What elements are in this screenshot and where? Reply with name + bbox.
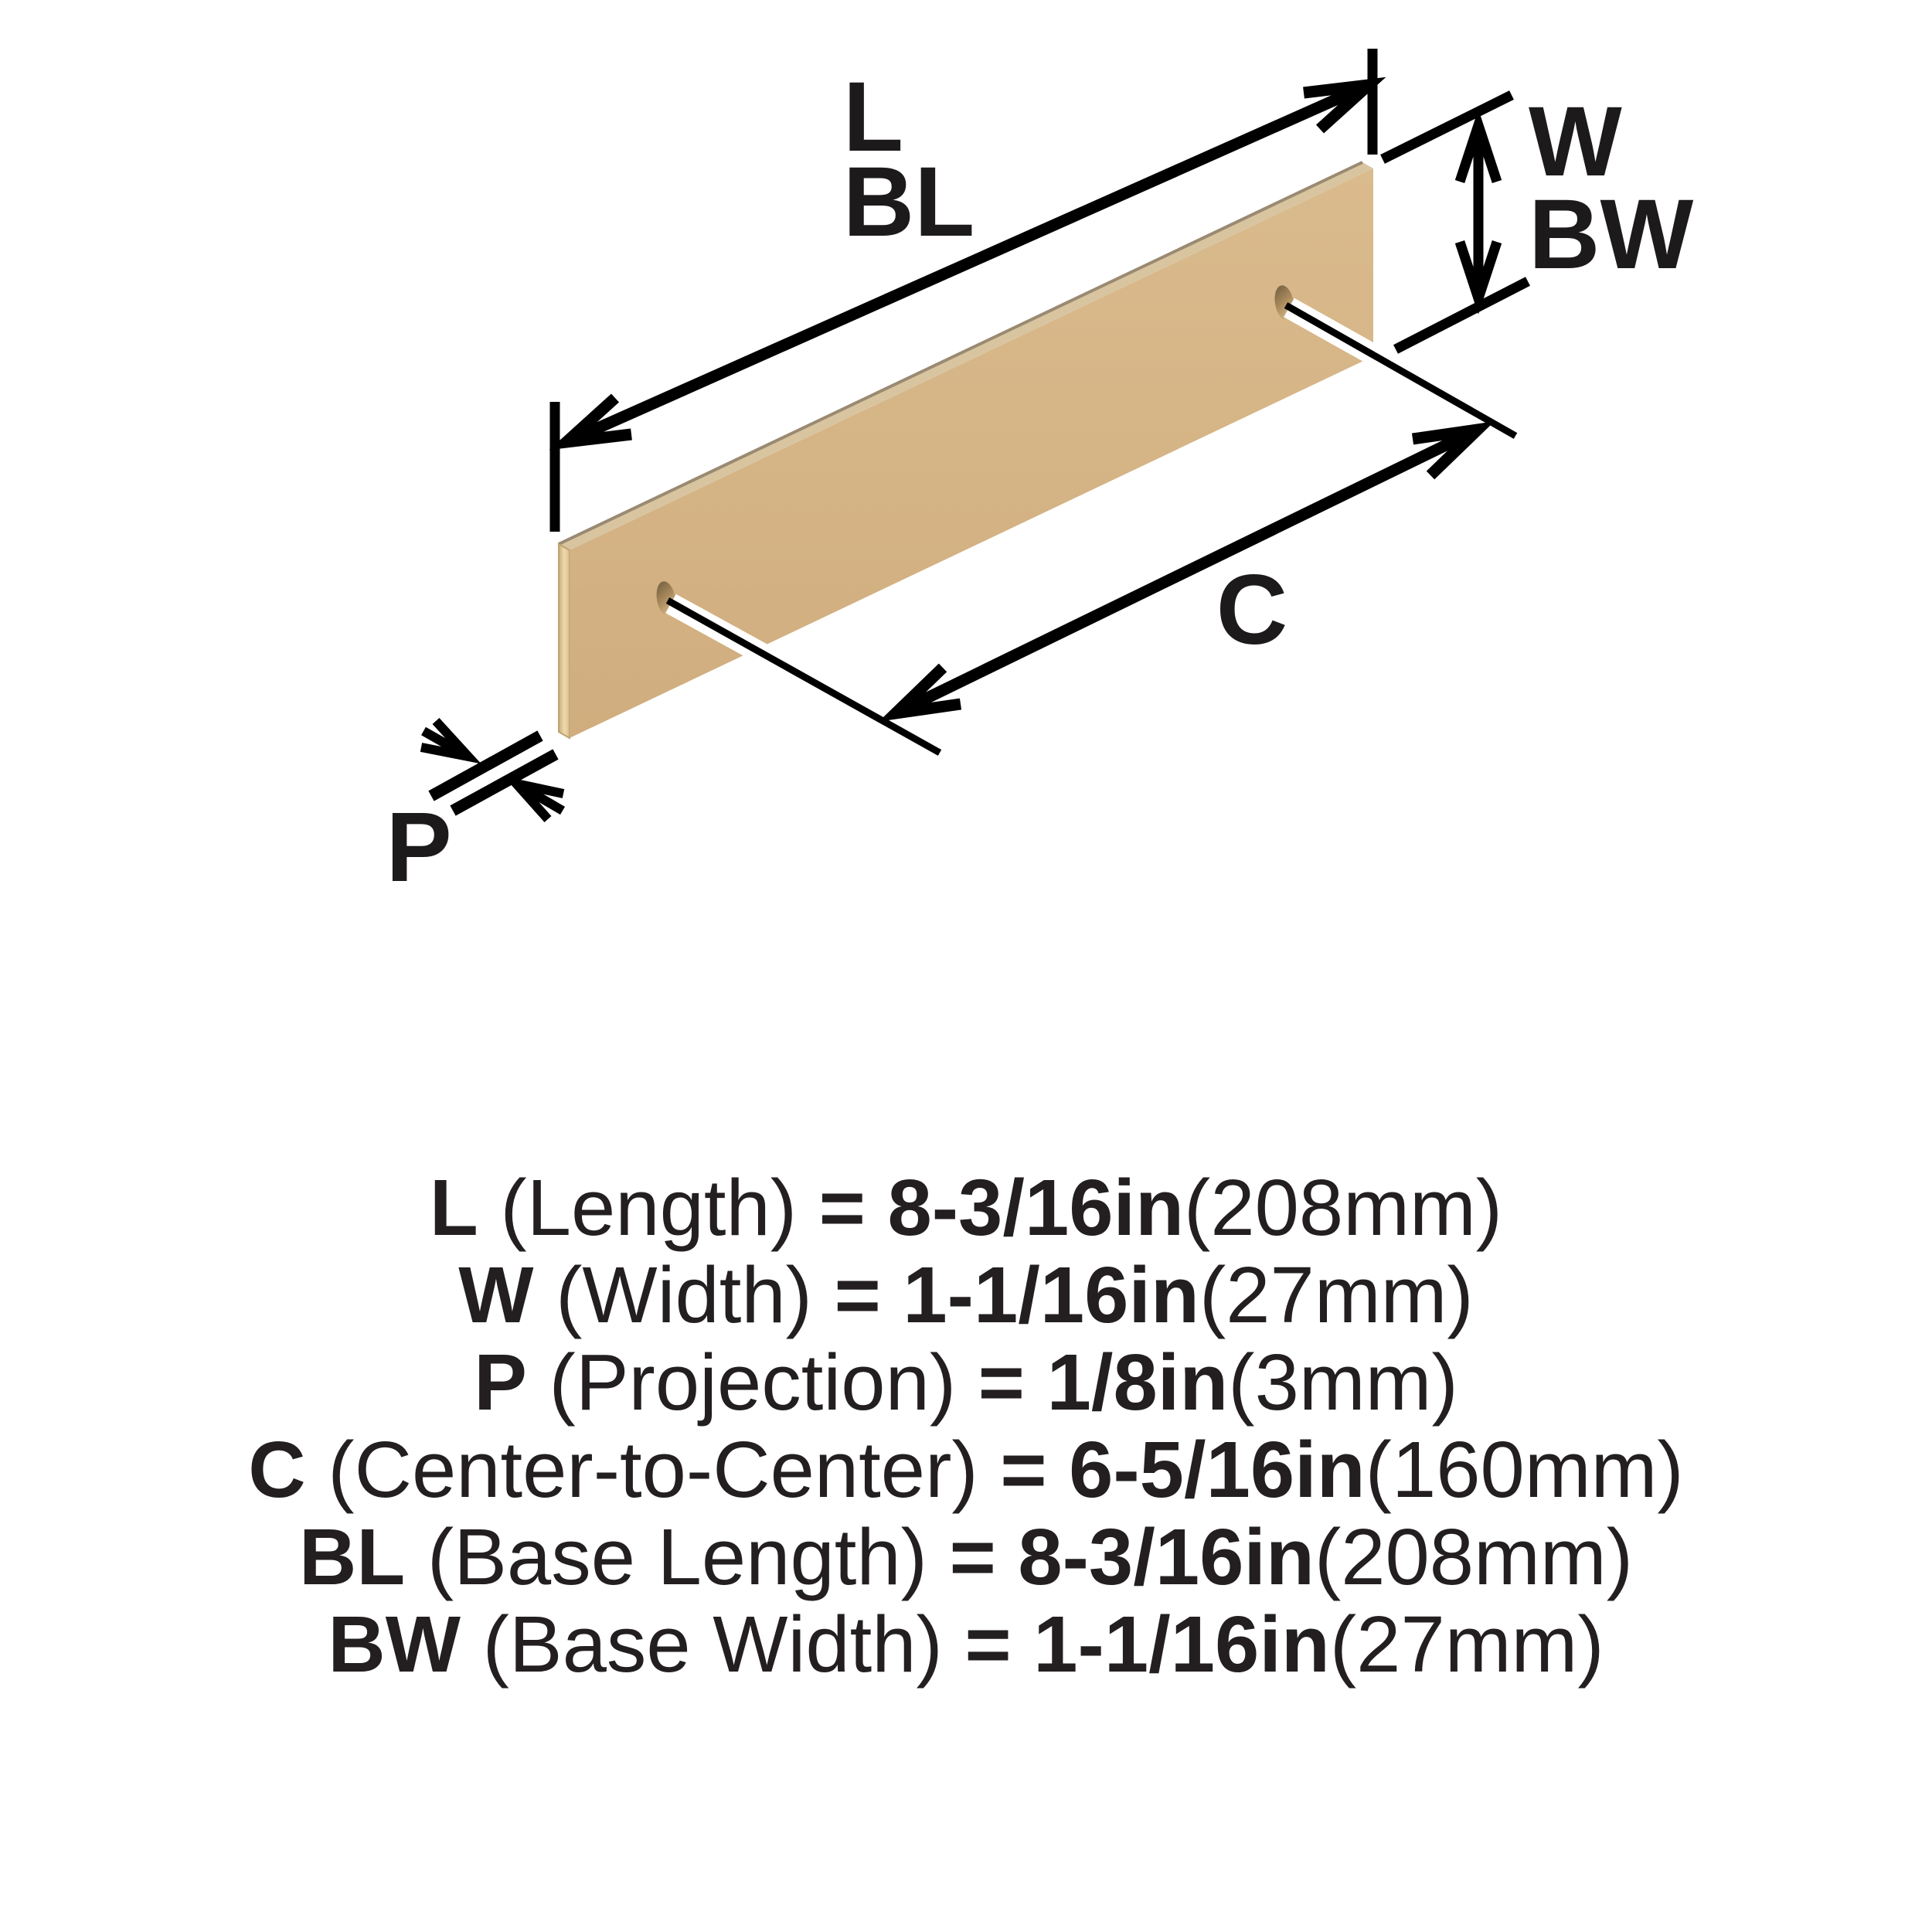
legend-value: = 6-5/16in — [1000, 1425, 1366, 1514]
length-arrowhead-left — [549, 393, 632, 451]
length-dimension-line — [563, 80, 1372, 447]
projection-arrowhead-upper — [420, 717, 481, 764]
width-arrowhead-top — [1454, 109, 1502, 184]
label-base-length: BL — [843, 147, 975, 257]
legend-code: P — [474, 1338, 527, 1427]
legend-row-center: C (Center-to-Center) = 6-5/16in(160mm) — [0, 1426, 1932, 1513]
legend-metric: (27mm) — [1199, 1250, 1474, 1339]
label-width: W — [1529, 87, 1622, 197]
legend-metric: (208mm) — [1314, 1512, 1633, 1601]
legend-value: = 1-1/16in — [964, 1600, 1330, 1689]
width-dimension — [1380, 90, 1530, 354]
legend-name: (Center-to-Center) — [328, 1425, 978, 1514]
legend-metric: (160mm) — [1365, 1425, 1684, 1514]
plate-top-back-edge — [558, 161, 1363, 546]
plate-front-face — [570, 168, 1373, 738]
legend-metric: (208mm) — [1184, 1163, 1503, 1252]
legend-metric: (27mm) — [1329, 1600, 1604, 1689]
legend-name: (Base Width) — [482, 1600, 943, 1689]
pull-plate — [558, 161, 1373, 740]
legend-value: = 8-3/16in — [949, 1512, 1315, 1601]
center-dimension-line — [893, 424, 1481, 719]
legend-row-base-length: BL (Base Length) = 8-3/16in(208mm) — [0, 1513, 1932, 1600]
legend-value: = 8-3/16in — [818, 1163, 1185, 1252]
legend-row-length: L (Length) = 8-3/16in(208mm) — [0, 1164, 1932, 1251]
center-dimension — [879, 421, 1495, 722]
length-dimension — [549, 49, 1386, 532]
legend-name: (Width) — [556, 1250, 812, 1339]
left-hole-leader — [665, 597, 942, 756]
legend-row-width: W (Width) = 1-1/16in(27mm) — [0, 1251, 1932, 1338]
legend-code: BW — [328, 1600, 461, 1689]
right-hole-leader — [1284, 302, 1518, 439]
plate-left-face — [558, 543, 570, 740]
label-length: L — [843, 62, 903, 172]
projection-arrowhead-lower — [503, 776, 565, 822]
legend-row-projection: P (Projection) = 1/8in(3mm) — [0, 1338, 1932, 1426]
width-tick-top — [1380, 90, 1514, 164]
dimension-legend: L (Length) = 8-3/16in(208mm) W (Width) =… — [0, 1164, 1932, 1688]
center-arrowhead-left — [879, 663, 962, 722]
label-center-to-center: C — [1216, 555, 1287, 665]
legend-code: C — [248, 1425, 306, 1514]
legend-code: L — [429, 1163, 478, 1252]
projection-tick-inner — [450, 749, 559, 816]
plate-top-face — [559, 162, 1373, 550]
legend-value: = 1/8in — [978, 1338, 1229, 1427]
legend-code: W — [458, 1250, 534, 1339]
label-base-width: BW — [1529, 179, 1693, 290]
legend-code: BL — [298, 1512, 406, 1601]
projection-tick-outer — [428, 730, 543, 801]
legend-value: = 1-1/16in — [834, 1250, 1199, 1339]
hole-leader-lines — [665, 298, 1518, 756]
legend-name: (Projection) — [549, 1338, 957, 1427]
width-arrowhead-bottom — [1454, 240, 1502, 315]
legend-name: (Length) — [500, 1163, 798, 1252]
legend-metric: (3mm) — [1228, 1338, 1458, 1427]
center-arrowhead-right — [1411, 421, 1495, 480]
width-tick-bottom — [1393, 277, 1530, 354]
projection-dimension — [420, 717, 566, 822]
legend-row-base-width: BW (Base Width) = 1-1/16in(27mm) — [0, 1600, 1932, 1688]
label-projection: P — [386, 792, 451, 903]
legend-name: (Base Length) — [427, 1512, 927, 1601]
